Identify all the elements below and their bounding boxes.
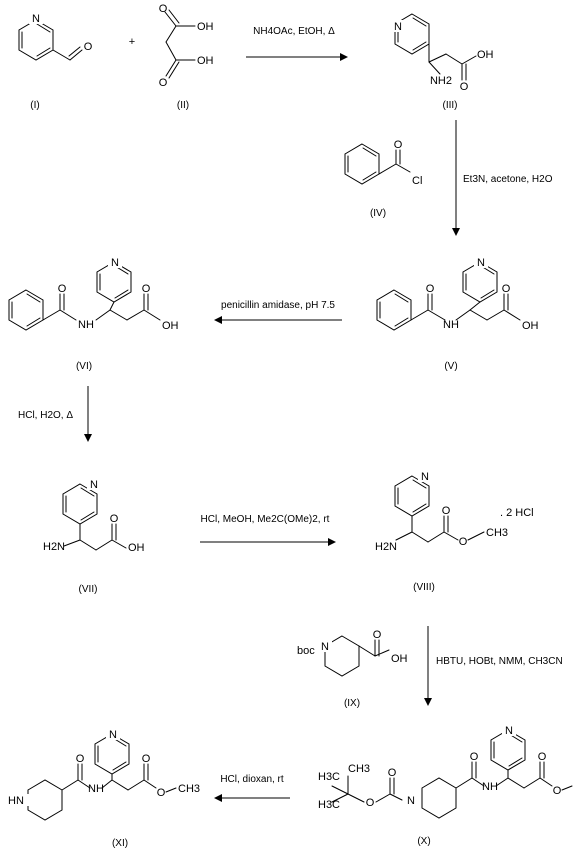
atom-label: O [142, 283, 151, 295]
atom-label: O [84, 41, 93, 53]
atom-label: CH3 [178, 783, 200, 795]
atom-label: O [76, 753, 85, 765]
compound-XI: N HN O NH O O CH3 (XI) [8, 728, 200, 849]
atom-label: O [157, 787, 166, 799]
atom-label: N [321, 641, 329, 653]
atom-label: O [460, 81, 469, 93]
compound-II: O OH OH O (II) [159, 3, 214, 111]
atom-label: O [142, 753, 151, 765]
atom-label: OH [522, 320, 539, 332]
reaction-conditions: HCl, MeOH, Me2C(OMe)2, rt [201, 514, 330, 525]
atom-label: O [366, 797, 375, 809]
compound-IX: N boc O OH (IX) [297, 629, 408, 709]
atom-label: N [111, 257, 119, 269]
atom-label: N [90, 479, 98, 491]
atom-label: O [110, 513, 119, 525]
atom-label: OH [391, 653, 408, 665]
reaction-conditions: Et3N, acetone, H2O [463, 174, 553, 185]
compound-label: (X) [417, 836, 430, 847]
compound-X: N H3C CH3 H3C O O N O NH O O (X) [318, 724, 573, 847]
compound-label: (VI) [76, 361, 92, 372]
atom-label: OH [128, 542, 145, 554]
atom-label: O [502, 283, 511, 295]
atom-label: H2N [375, 541, 397, 553]
compound-VIII: N H2N O O CH3 . 2 HCl (VIII) [375, 470, 534, 593]
atom-label: N [421, 471, 429, 483]
atom-label: O [159, 3, 168, 15]
compound-label: (V) [444, 361, 457, 372]
atom-label: O [373, 629, 382, 641]
atom-label: boc [297, 645, 315, 657]
compound-label: (IV) [370, 208, 386, 219]
atom-label: OH [162, 320, 179, 332]
atom-label: NH [88, 783, 104, 795]
atom-label: NH [443, 319, 459, 331]
compound-V: N O NH O OH (V) [376, 256, 539, 372]
reaction-conditions: HCl, dioxan, rt [220, 774, 284, 785]
atom-label: H3C [318, 771, 340, 783]
compound-VII: N H2N O OH (VII) [43, 478, 145, 595]
atom-label: NH2 [430, 75, 452, 87]
compound-III: N NH2 OH O (III) [392, 13, 494, 111]
atom-label: O [388, 767, 397, 779]
reaction-conditions: HCl, H2O, Δ [18, 410, 73, 421]
atom-label: N [32, 13, 40, 25]
atom-label: H3C [318, 799, 340, 811]
atom-label: O [459, 536, 468, 548]
atom-label: OH [197, 55, 214, 67]
atom-label: N [477, 257, 485, 269]
atom-label: NH [78, 319, 94, 331]
salt-label: . 2 HCl [500, 507, 534, 519]
atom-label: H2N [43, 541, 65, 553]
compound-label: (IX) [344, 698, 360, 709]
compound-label: (XI) [112, 838, 128, 849]
atom-label: N [109, 729, 117, 741]
plus-sign: + [129, 36, 135, 48]
compound-IV: O Cl (IV) [344, 139, 422, 219]
atom-label: CH3 [348, 763, 370, 775]
reaction-conditions: HBTU, HOBt, NMM, CH3CN [436, 656, 563, 667]
atom-label: O [553, 785, 562, 797]
atom-label: O [394, 139, 403, 151]
atom-label: CH3 [486, 527, 508, 539]
compound-label: (I) [30, 100, 39, 111]
atom-label: N [505, 725, 513, 737]
compound-I: N O (I) [18, 12, 93, 111]
compound-label: (II) [177, 100, 189, 111]
compound-label: (VIII) [413, 582, 435, 593]
compound-VI: N O NH O OH (VI) [8, 256, 179, 372]
atom-label: O [442, 505, 451, 517]
compound-label: (III) [443, 100, 458, 111]
atom-label: O [470, 751, 479, 763]
atom-label: N [394, 21, 402, 33]
atom-label: OH [477, 49, 494, 61]
atom-label: HN [8, 795, 24, 807]
atom-label: N [407, 795, 415, 807]
atom-label: O [58, 283, 67, 295]
atom-label: O [426, 283, 435, 295]
atom-label: OH [197, 21, 214, 33]
atom-label: O [538, 751, 547, 763]
reaction-conditions: penicillin amidase, pH 7.5 [221, 300, 335, 311]
atom-label: Cl [412, 175, 422, 187]
atom-label: NH [482, 781, 498, 793]
atom-label: O [159, 77, 168, 89]
compound-label: (VII) [79, 584, 98, 595]
reaction-conditions: NH4OAc, EtOH, Δ [253, 26, 335, 37]
